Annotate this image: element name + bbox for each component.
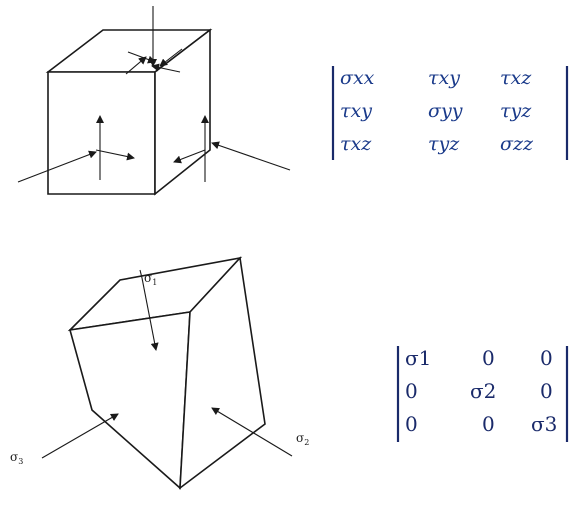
arrow-icon: [125, 56, 147, 75]
cube-front-face: [47, 71, 156, 195]
matrix-cell: τxz: [340, 133, 372, 155]
general-stress-matrix: σxx τxy τxz τxy σyy τyz τxz τyz σzz: [331, 66, 569, 160]
cube-right-face: [179, 256, 266, 490]
matrix-cell: σyy: [428, 100, 463, 122]
matrix-cell: σzz: [500, 133, 534, 155]
arrow-icon: [211, 141, 291, 171]
arrow-icon: [173, 149, 206, 164]
arrow-icon: [139, 269, 143, 279]
principal-stress-matrix: σ1 0 0 0 σ2 0 0 0 σ3: [396, 346, 569, 442]
matrix-cell: 0: [540, 346, 553, 370]
matrix-cell: τxz: [500, 67, 532, 89]
arrow-icon: [17, 150, 97, 183]
arrow-icon: [95, 149, 135, 161]
matrix-cell: 0: [405, 379, 418, 403]
matrix-cell: 0: [482, 346, 495, 370]
matrix-cell: σxx: [340, 67, 375, 89]
matrix-cell: σ3: [531, 412, 557, 436]
matrix-cell: τxy: [428, 67, 460, 89]
principal-stress-cube: [41, 256, 293, 490]
sigma-1-label: σ1: [144, 271, 157, 287]
matrix-cell: σ1: [405, 346, 431, 370]
matrix-cell: τyz: [500, 100, 532, 122]
cube-front-face: [68, 311, 191, 490]
arrow-icon: [211, 407, 293, 457]
matrix-cell: 0: [405, 412, 418, 436]
matrix-cell: 0: [540, 379, 553, 403]
sigma-3-label: σ3: [10, 450, 23, 466]
sigma-2-label: σ2: [296, 431, 309, 447]
matrix-cell: σ2: [470, 379, 496, 403]
arrow-icon: [127, 51, 156, 64]
matrix-cell: τxy: [340, 100, 372, 122]
principal-stress-labels: σ1 σ2 σ3: [10, 271, 309, 466]
matrix-cell: 0: [482, 412, 495, 436]
arrow-icon: [151, 63, 181, 73]
arrow-icon: [159, 48, 183, 67]
matrix-cell: τyz: [428, 133, 460, 155]
general-stress-cube: [17, 6, 291, 196]
arrow-icon: [41, 413, 119, 459]
arrow-icon: [141, 277, 159, 351]
